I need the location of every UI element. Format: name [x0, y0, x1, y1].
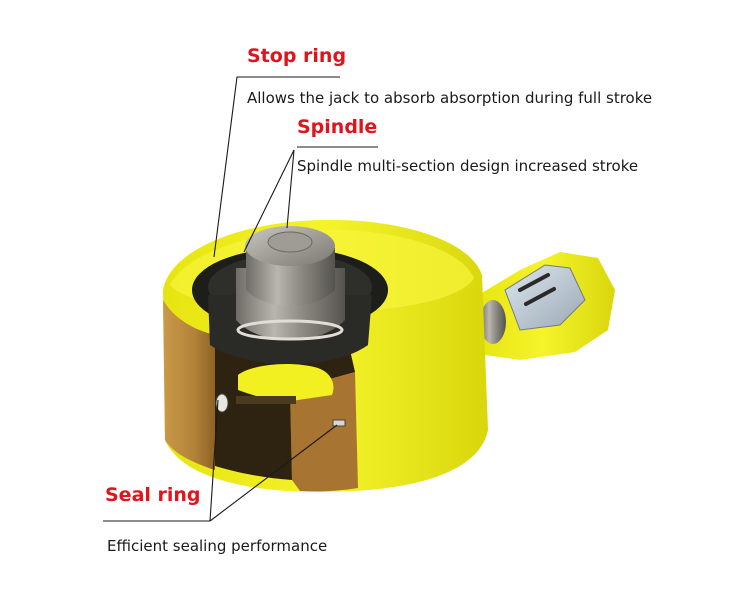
coupler-metal-plate [504, 264, 586, 331]
spindle-ring-highlight [236, 319, 344, 341]
spindle-title: Spindle [297, 116, 378, 138]
stop-ring-description: Allows the jack to absorb absorption dur… [247, 89, 653, 107]
stop-ring-leader [213, 76, 340, 258]
inner-piston-sleeve [238, 364, 334, 401]
cutaway-wall-front [290, 372, 358, 492]
seal-ring-left [215, 393, 229, 413]
cutaway-wall-left [163, 300, 215, 470]
seal-ring-title: Seal ring [105, 484, 201, 506]
coupler-slot-1 [518, 273, 550, 292]
coupler-slot-2 [524, 287, 556, 306]
spindle-leader-1 [243, 149, 295, 253]
seal-ring-leader-2 [209, 424, 338, 522]
coupler-nut [480, 300, 506, 344]
leader-lines [103, 76, 378, 522]
seal-ring-right [332, 419, 346, 427]
seal-ring-groove [236, 396, 296, 404]
seal-ring-leader-1 [209, 399, 219, 522]
seal-ring-description: Efficient sealing performance [107, 537, 328, 555]
spindle-description: Spindle multi-section design increased s… [297, 157, 639, 175]
stop-ring-title: Stop ring [247, 45, 347, 67]
spindle-leader-2 [286, 149, 295, 229]
spindle [236, 226, 345, 341]
hose-coupler [470, 252, 615, 360]
spindle-cap [267, 231, 313, 253]
